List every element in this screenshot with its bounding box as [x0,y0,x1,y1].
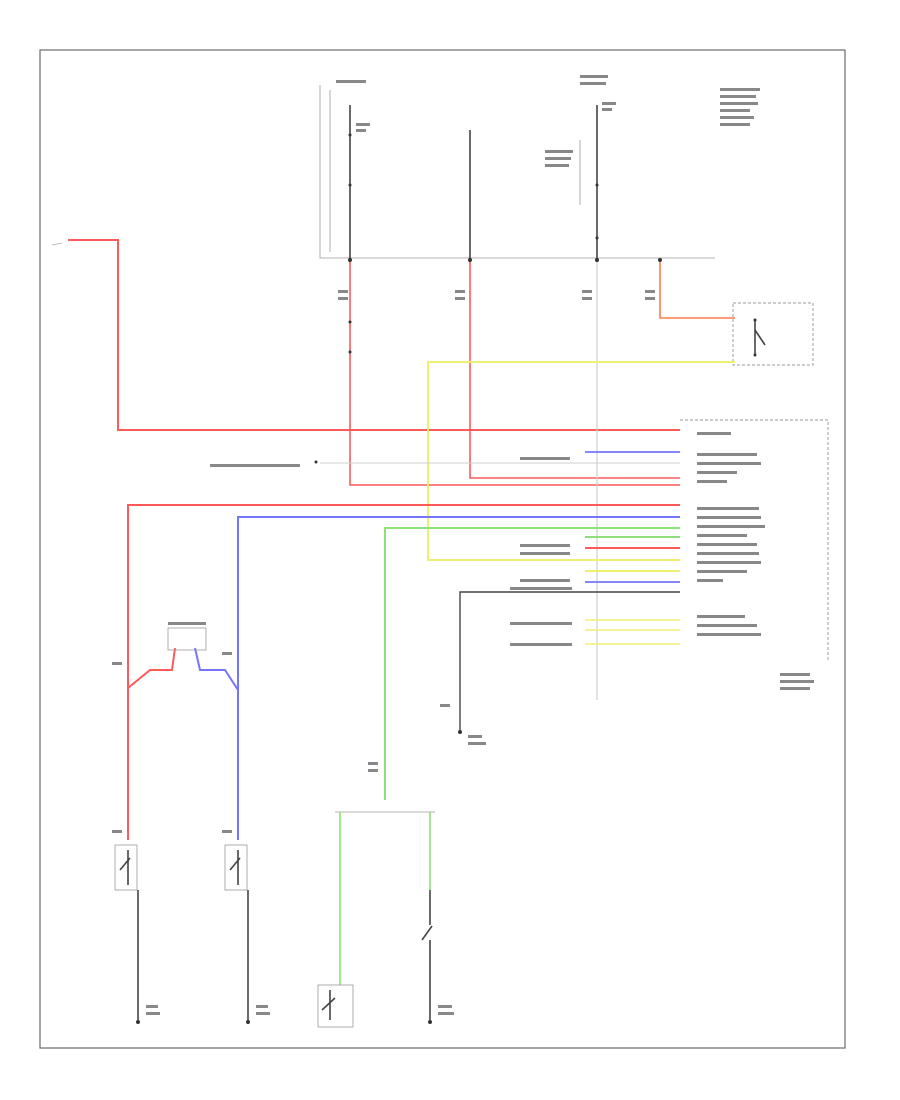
ground-icon [136,1005,160,1024]
wire-yellow-buckle [427,361,735,561]
buckle-switch-box [732,302,814,366]
system-labels [210,457,572,646]
fuse-dots [348,133,662,262]
ground-icon [458,730,486,745]
switch-icon [114,844,138,891]
crossover-connector [127,622,239,691]
wire-blue-right [237,516,680,840]
fuse-labels [336,75,760,167]
wire-green [384,527,680,800]
wire-black-ground [459,591,680,730]
switch-icon [224,844,248,891]
wire-labels [112,290,655,833]
wire-tail [51,242,63,246]
diagram-frame [39,49,846,1049]
control-unit-pin-labels [697,432,814,690]
wire-red-top-left [68,239,680,431]
wire-red-fuse-1 [349,262,680,486]
connector-icon [314,460,318,464]
ground-icon [246,1005,270,1024]
ground-icon [428,1005,454,1024]
switch-icon [421,890,433,1020]
switch-icon [317,984,354,1028]
fuse-symbol [348,320,352,354]
wire-orange-fuse-4 [659,262,735,319]
fuse-box-outline [319,85,715,259]
wire-red-left [127,504,680,840]
switch-icon [753,318,766,357]
wire-red-fuse-2 [469,262,680,479]
control-unit-outline [680,419,829,660]
